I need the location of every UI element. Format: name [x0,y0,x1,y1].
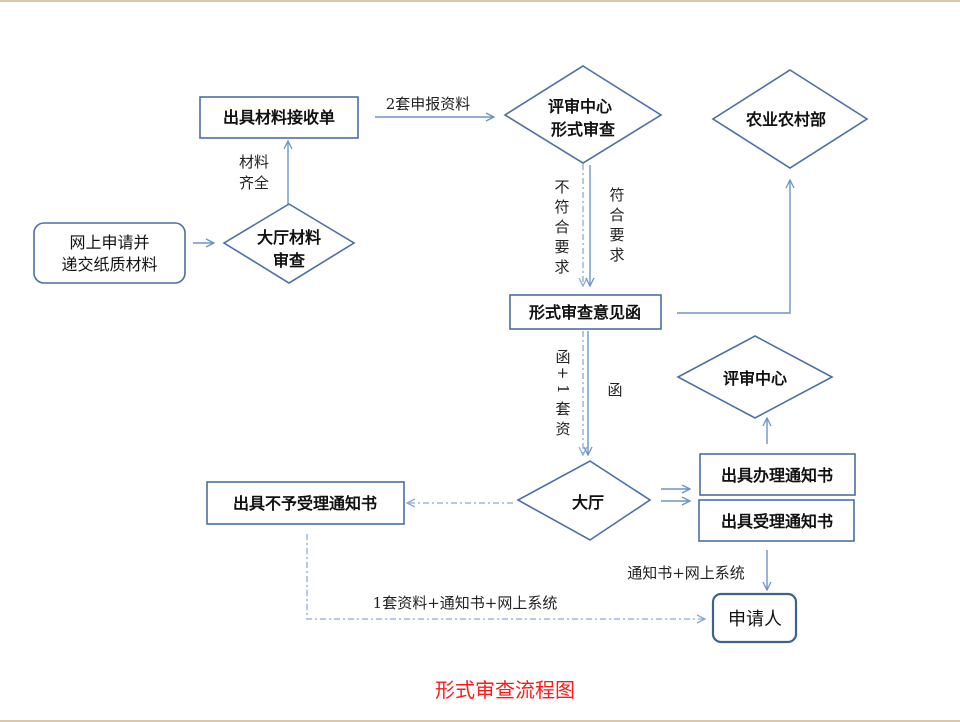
node-apply-online[interactable]: 网上申请并 递交纸质材料 [33,222,186,284]
label-letter-plus-set-char: 函 [555,348,570,366]
label-compliant-char: 符 [609,186,624,204]
node-review-center-label: 评审中心 [723,369,787,388]
node-handling-notice-label: 出具办理通知书 [721,466,833,485]
node-hall-review-line2: 审查 [273,251,305,270]
label-letter-plus-set-char: 1 [554,384,572,394]
node-apply-online-line1: 网上申请并 [69,233,149,252]
node-review-center-shape [676,335,834,419]
node-rejection-notice[interactable]: 出具不予受理通知书 [206,481,405,525]
label-compliant-char: 要 [609,226,624,244]
label-compliant: 符 合 要 求 [609,186,624,264]
node-applicant-label: 申请人 [728,609,782,630]
node-center-review-line2: 形式审查 [551,120,615,139]
page-top-border [0,0,960,2]
label-compliant-char: 求 [609,246,624,264]
node-applicant[interactable]: 申请人 [711,592,798,644]
label-letter-plus-set-char: 套 [555,400,570,418]
node-hall-shape [516,460,652,541]
node-acceptance-notice-shape [698,499,855,542]
node-hall-review-shape [222,203,356,284]
node-receipt[interactable]: 出具材料接收单 [199,96,359,139]
label-not-compliant-char: 要 [554,238,569,256]
node-acceptance-notice[interactable]: 出具受理通知书 [698,499,855,542]
node-apply-online-shape [33,222,186,284]
label-letter-plus-set-char: + [554,367,572,380]
label-not-compliant-char: 合 [554,218,569,236]
edge-rejection-notice-to-applicant [306,534,705,619]
label-not-compliant-char: 不 [554,178,569,196]
node-ministry-label: 农业农村部 [745,110,826,129]
node-review-center[interactable]: 评审中心 [676,335,834,419]
label-notice-online: 通知书+网上系统 [627,564,745,582]
label-letter: 函 [607,381,622,399]
node-hall-review[interactable]: 大厅材料 审查 [222,203,356,284]
node-acceptance-notice-label: 出具受理通知书 [721,512,833,531]
node-opinion-letter-label: 形式审查意见函 [529,303,641,322]
node-center-review[interactable]: 评审中心 形式审查 [503,65,663,164]
diagram-title: 形式审查流程图 [435,678,575,702]
label-two-sets: 2套申报资料 [386,95,471,113]
node-apply-online-line2: 递交纸质材料 [61,255,157,274]
label-materials-complete-1: 材料 [239,153,269,171]
label-set-notice-online: 1套资料+通知书+网上系统 [373,594,558,612]
node-receipt-label: 出具材料接收单 [223,108,335,127]
label-not-compliant-char: 求 [554,258,569,276]
node-receipt-shape [199,96,359,139]
node-hall[interactable]: 大厅 [516,460,652,541]
label-not-compliant: 不 符 合 要 求 [554,178,569,276]
label-compliant-char: 合 [609,206,624,224]
label-materials-complete-2: 齐全 [239,174,269,192]
node-center-review-line1: 评审中心 [548,97,612,116]
label-not-compliant-char: 符 [554,198,569,216]
node-center-review-shape [503,65,663,164]
label-letter-plus-set: 函 + 1 套 资 料 [554,348,572,438]
node-applicant-shape [711,592,798,644]
node-rejection-notice-shape [206,481,405,525]
node-hall-review-line1: 大厅材料 [257,228,321,247]
node-rejection-notice-label: 出具不予受理通知书 [233,494,377,513]
edge-opinion-letter-to-ministry [677,180,790,314]
node-hall-label: 大厅 [572,493,604,512]
label-letter-plus-set-char: 资 [555,420,570,438]
node-ministry[interactable]: 农业农村部 [711,69,869,169]
node-opinion-letter[interactable]: 形式审查意见函 [509,294,662,330]
node-handling-notice-shape [699,453,856,496]
page-bottom-border [0,720,960,722]
node-ministry-shape [711,69,869,169]
node-handling-notice[interactable]: 出具办理通知书 [699,453,856,496]
node-opinion-letter-shape [509,294,662,330]
